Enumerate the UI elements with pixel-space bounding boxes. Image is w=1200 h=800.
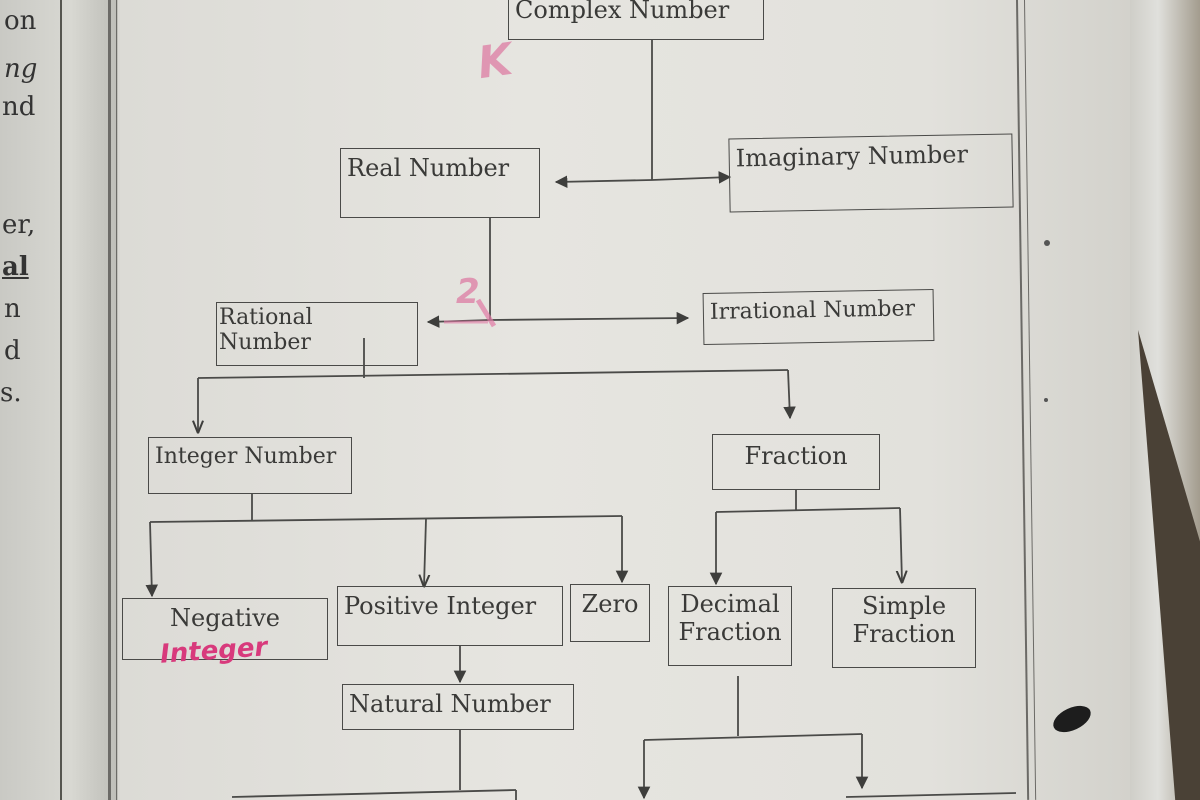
node-positive-integer: Positive Integer	[337, 586, 563, 646]
connector	[145, 521, 158, 598]
node-label: Decimal	[680, 590, 780, 618]
node-label: Rational	[219, 305, 313, 330]
left-page-margin: on ng nd er, al n d s.	[0, 0, 118, 800]
node-label: Negative	[170, 604, 280, 632]
node-label: Imaginary Number	[735, 140, 969, 173]
left-fragment: on	[4, 6, 37, 36]
node-zero: Zero	[570, 584, 650, 642]
node-label: Simple	[861, 592, 947, 620]
left-fragment: d	[4, 336, 21, 366]
node-label: Positive Integer	[344, 592, 537, 620]
node-rational-number: Rational Number	[216, 302, 418, 366]
node-label: Complex Number	[515, 0, 730, 24]
pink-pen-stroke	[475, 298, 497, 328]
left-fragment: ng	[4, 54, 38, 84]
book-page	[120, 0, 1130, 800]
node-label: Fraction	[678, 617, 782, 646]
node-label: Fraction	[852, 619, 956, 648]
connector	[489, 311, 690, 325]
node-real-number: Real Number	[340, 148, 540, 218]
node-imaginary-number: Imaginary Number	[728, 133, 1014, 213]
connector	[424, 518, 426, 586]
node-label: Number	[219, 330, 311, 356]
left-fragment: er,	[2, 210, 36, 240]
node-label: Irrational Number	[709, 296, 916, 325]
page-frame-left-inner	[116, 0, 117, 800]
connector	[715, 507, 901, 513]
node-decimal-fraction: Decimal Fraction	[668, 586, 792, 666]
pink-pen-mark: 2	[456, 272, 480, 312]
connector	[197, 369, 789, 379]
left-fragment: s.	[0, 378, 22, 408]
connector	[783, 369, 796, 420]
partial-box-edge	[231, 789, 517, 798]
connector	[643, 733, 863, 741]
node-fraction: Fraction	[712, 434, 880, 490]
pink-pen-mark: K	[474, 33, 516, 90]
node-label: Natural Number	[349, 690, 551, 718]
left-border-line	[60, 0, 62, 800]
left-fragment: al	[2, 252, 29, 282]
page-frame-left	[108, 0, 111, 800]
ink-dot	[1044, 398, 1048, 402]
connector	[554, 175, 653, 189]
ink-dot	[1044, 240, 1050, 246]
node-irrational-number: Irrational Number	[702, 288, 935, 346]
node-complex-number: Complex Number	[508, 0, 764, 40]
node-label: Real Number	[347, 154, 510, 182]
connector	[149, 515, 623, 523]
node-negative-integer: Negative	[122, 598, 328, 660]
node-natural-number: Natural Number	[342, 684, 574, 730]
node-integer-number: Integer Number	[148, 437, 352, 494]
node-label: Fraction	[744, 442, 848, 470]
partial-box-edge	[845, 792, 1017, 798]
connector	[900, 507, 902, 582]
left-fragment: n	[4, 294, 21, 324]
node-simple-fraction: Simple Fraction	[832, 588, 976, 668]
node-label: Zero	[581, 590, 639, 618]
left-fragment: nd	[2, 92, 36, 122]
connector	[651, 171, 732, 184]
node-label: Integer Number	[155, 444, 337, 469]
